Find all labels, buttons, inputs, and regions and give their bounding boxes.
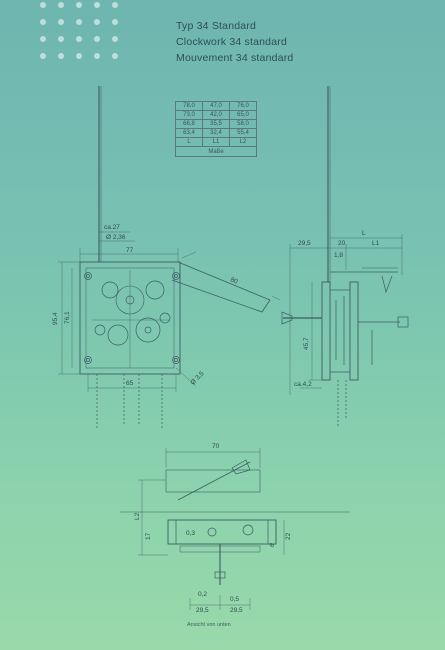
title-line-1: Typ 34 Standard <box>176 20 257 32</box>
dim-dia236: Ø 2,36 <box>106 234 126 241</box>
dim-20: 20 <box>338 240 346 247</box>
dim-L1: L1 <box>372 240 380 247</box>
dim-height-95-4: 95,4 <box>52 312 59 325</box>
dim-0-2: 0,2 <box>198 591 207 598</box>
dim-1-8: 1,8 <box>334 252 343 259</box>
side-view <box>281 86 409 428</box>
dim-6: 6 <box>268 542 276 550</box>
page-header: Typ 34 Standard Clockwork 34 standard Mo… <box>176 18 293 66</box>
dim-0-5: 0,5 <box>230 596 239 603</box>
front-view <box>58 86 281 430</box>
table-row: 73,0 42,0 65,0 <box>175 110 257 120</box>
dim-height-45-7: 45,7 <box>303 337 310 350</box>
dim-29-5-left: 29,5 <box>196 607 209 614</box>
bottom-view-caption: Ansicht von unten <box>187 622 231 628</box>
dim-width-70: 70 <box>212 443 220 450</box>
dim-width-77: 77 <box>126 247 134 254</box>
dim-17: 17 <box>145 532 152 540</box>
dim-length-80: 80 <box>229 276 239 285</box>
decorative-dot-grid <box>40 2 130 62</box>
bottom-view <box>120 448 350 610</box>
dim-ca27: ca.27 <box>104 224 120 231</box>
dim-0-3: 0,3 <box>186 530 195 537</box>
dim-29-5-side: 29,5 <box>298 240 311 247</box>
title-line-2: Clockwork 34 standard <box>176 36 287 48</box>
dim-width-65: 65 <box>126 380 134 387</box>
dim-29-5-right: 29,5 <box>230 607 243 614</box>
dim-L: L <box>362 230 366 237</box>
title-line-3: Mouvement 34 standard <box>176 52 294 64</box>
table-footer: Maße <box>175 146 257 157</box>
dimension-table: 78,0 47,0 76,0 73,0 42,0 65,0 66,8 35,5 … <box>175 101 257 157</box>
dim-height-76-1: 76,1 <box>64 311 71 324</box>
table-row: Maße <box>175 146 257 157</box>
dim-dia-3-5: Ø 3,5 <box>189 370 205 386</box>
dim-22: 22 <box>285 532 292 540</box>
dim-ca4-2: ca.4,2 <box>294 381 312 388</box>
dim-L2: L2 <box>134 512 141 520</box>
